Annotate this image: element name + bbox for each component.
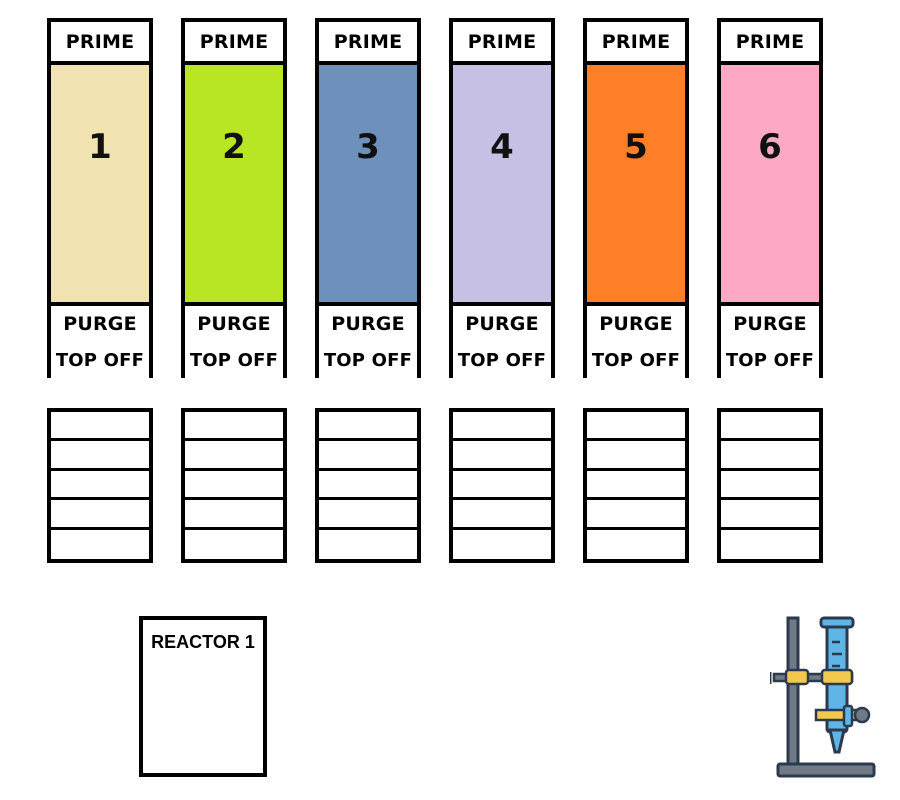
slot[interactable]	[587, 500, 685, 530]
reservoir-number-4: 4	[490, 127, 514, 167]
slot[interactable]	[319, 441, 417, 471]
top-off-button-5[interactable]: TOP OFF	[587, 342, 685, 378]
slot[interactable]	[721, 500, 819, 530]
slot[interactable]	[51, 471, 149, 501]
slot[interactable]	[51, 441, 149, 471]
top-off-button-2[interactable]: TOP OFF	[185, 342, 283, 378]
purge-button-2[interactable]: PURGE	[185, 302, 283, 346]
slot[interactable]	[51, 500, 149, 530]
slot[interactable]	[51, 412, 149, 442]
slot[interactable]	[453, 441, 551, 471]
column-3: PRIME 3 PURGE TOP OFF	[315, 18, 421, 378]
top-off-button-1[interactable]: TOP OFF	[51, 342, 149, 378]
reservoir-number-5: 5	[624, 127, 648, 167]
purge-button-5[interactable]: PURGE	[587, 302, 685, 346]
slot[interactable]	[185, 412, 283, 442]
slot[interactable]	[587, 412, 685, 442]
column-6: PRIME 6 PURGE TOP OFF	[717, 18, 823, 378]
slot[interactable]	[453, 412, 551, 442]
slot[interactable]	[721, 441, 819, 471]
column-4: PRIME 4 PURGE TOP OFF	[449, 18, 555, 378]
top-off-button-6[interactable]: TOP OFF	[721, 342, 819, 378]
purge-button-3[interactable]: PURGE	[319, 302, 417, 346]
top-off-button-4[interactable]: TOP OFF	[453, 342, 551, 378]
reservoir-1: 1	[51, 65, 149, 302]
slot[interactable]	[453, 471, 551, 501]
reservoir-2: 2	[185, 65, 283, 302]
slot[interactable]	[587, 530, 685, 559]
prime-button-4[interactable]: PRIME	[453, 22, 551, 65]
slot-stack-6	[717, 408, 823, 563]
reservoir-4: 4	[453, 65, 551, 302]
slot[interactable]	[453, 500, 551, 530]
prime-button-2[interactable]: PRIME	[185, 22, 283, 65]
reactor-1[interactable]: REACTOR 1	[139, 616, 267, 777]
slot[interactable]	[587, 441, 685, 471]
slot[interactable]	[51, 530, 149, 559]
slot[interactable]	[453, 530, 551, 559]
slot[interactable]	[319, 530, 417, 559]
reservoir-number-3: 3	[356, 127, 380, 167]
reservoir-3: 3	[319, 65, 417, 302]
top-off-button-3[interactable]: TOP OFF	[319, 342, 417, 378]
slot[interactable]	[587, 471, 685, 501]
slot-stack-4	[449, 408, 555, 563]
reservoir-number-2: 2	[222, 127, 246, 167]
slot[interactable]	[185, 441, 283, 471]
purge-button-1[interactable]: PURGE	[51, 302, 149, 346]
slot[interactable]	[319, 500, 417, 530]
prime-button-6[interactable]: PRIME	[721, 22, 819, 65]
slot[interactable]	[185, 471, 283, 501]
slot[interactable]	[721, 530, 819, 559]
slot[interactable]	[319, 471, 417, 501]
slot[interactable]	[721, 471, 819, 501]
slot-stack-3	[315, 408, 421, 563]
slot[interactable]	[185, 500, 283, 530]
purge-button-6[interactable]: PURGE	[721, 302, 819, 346]
prime-button-3[interactable]: PRIME	[319, 22, 417, 65]
slot[interactable]	[721, 412, 819, 442]
slot-stack-1	[47, 408, 153, 563]
slot-stack-5	[583, 408, 689, 563]
column-2: PRIME 2 PURGE TOP OFF	[181, 18, 287, 378]
reservoir-number-6: 6	[758, 127, 782, 167]
column-5: PRIME 5 PURGE TOP OFF	[583, 18, 689, 378]
burette-stand-icon	[770, 616, 876, 778]
reservoir-5: 5	[587, 65, 685, 302]
reservoir-number-1: 1	[88, 127, 112, 167]
reservoir-6: 6	[721, 65, 819, 302]
slot[interactable]	[185, 530, 283, 559]
prime-button-5[interactable]: PRIME	[587, 22, 685, 65]
slot-stack-2	[181, 408, 287, 563]
purge-button-4[interactable]: PURGE	[453, 302, 551, 346]
prime-button-1[interactable]: PRIME	[51, 22, 149, 65]
column-1: PRIME 1 PURGE TOP OFF	[47, 18, 153, 378]
slot[interactable]	[319, 412, 417, 442]
reactor-label: REACTOR 1	[151, 632, 255, 652]
